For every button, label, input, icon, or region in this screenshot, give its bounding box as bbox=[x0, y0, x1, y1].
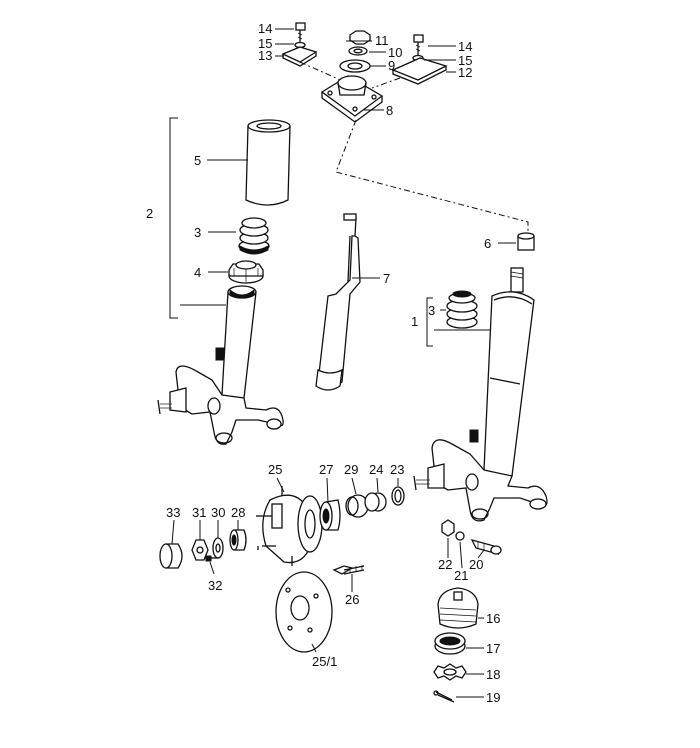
callout-19: 19 bbox=[486, 690, 500, 705]
protective-cap-6 bbox=[517, 232, 535, 251]
bearing-race-29 bbox=[345, 494, 369, 518]
callout-3-left: 3 bbox=[194, 225, 201, 240]
washer-21 bbox=[455, 531, 465, 541]
bump-stop-3-right bbox=[446, 290, 478, 329]
cotter-pin-19 bbox=[433, 690, 455, 703]
clamp-nut-31 bbox=[191, 539, 209, 561]
callout-24: 24 bbox=[369, 462, 383, 477]
protective-tube-5 bbox=[245, 119, 291, 206]
callout-29: 29 bbox=[344, 462, 358, 477]
leader-lines bbox=[171, 28, 516, 698]
seal-24 bbox=[364, 492, 387, 512]
threaded-ring-17 bbox=[434, 632, 466, 655]
callout-31: 31 bbox=[192, 505, 206, 520]
ball-joint-16 bbox=[437, 587, 479, 629]
nut-22 bbox=[441, 519, 455, 537]
ball-joint-pin-20 bbox=[470, 538, 502, 556]
callout-32: 32 bbox=[208, 578, 222, 593]
callout-25-1: 25/1 bbox=[312, 654, 337, 669]
callout-4: 4 bbox=[194, 265, 201, 280]
wheel-bolt-26 bbox=[332, 565, 365, 575]
group-bracket-1 bbox=[426, 297, 433, 347]
bolt-14-right bbox=[413, 34, 424, 55]
grease-cap-33 bbox=[159, 543, 183, 569]
callout-28: 28 bbox=[231, 505, 245, 520]
callout-5: 5 bbox=[194, 153, 201, 168]
callout-2: 2 bbox=[146, 206, 153, 221]
lock-washer-18 bbox=[433, 663, 467, 681]
callout-33: 33 bbox=[166, 505, 180, 520]
strut-housing-right bbox=[413, 267, 548, 522]
wheel-hub-25 bbox=[256, 486, 323, 566]
strut-housing-left bbox=[157, 285, 284, 445]
callout-8: 8 bbox=[386, 103, 393, 118]
callout-14-right: 14 bbox=[458, 39, 472, 54]
callout-6: 6 bbox=[484, 236, 491, 251]
assembly-line-left bbox=[299, 61, 346, 83]
callout-11: 11 bbox=[375, 33, 389, 48]
brake-disc-25-1 bbox=[275, 571, 333, 653]
callout-1: 1 bbox=[411, 314, 418, 329]
callout-15-right: 15 bbox=[458, 53, 472, 68]
strut-mount-8 bbox=[320, 75, 384, 123]
callout-30: 30 bbox=[211, 505, 225, 520]
callout-3-right: 3 bbox=[428, 303, 435, 318]
gland-nut-4 bbox=[228, 260, 264, 284]
assembly-line-mount-to-cap bbox=[335, 119, 529, 236]
nut-11 bbox=[349, 30, 371, 45]
callout-13: 13 bbox=[258, 48, 272, 63]
callout-27: 27 bbox=[319, 462, 333, 477]
callout-21: 21 bbox=[454, 568, 468, 583]
callout-14-left: 14 bbox=[258, 21, 272, 36]
bearing-9 bbox=[339, 59, 371, 73]
bump-stop-3-left bbox=[238, 217, 270, 255]
assembly-line-right bbox=[371, 77, 401, 89]
callout-12: 12 bbox=[458, 65, 472, 80]
bolt-14-left bbox=[295, 22, 306, 43]
callout-7: 7 bbox=[383, 271, 390, 286]
callout-15-left: 15 bbox=[258, 36, 272, 51]
callout-20: 20 bbox=[469, 557, 483, 572]
inner-bearing-27 bbox=[319, 499, 341, 531]
callout-26: 26 bbox=[345, 592, 359, 607]
callout-25: 25 bbox=[268, 462, 282, 477]
callout-22: 22 bbox=[438, 557, 452, 572]
callout-23: 23 bbox=[390, 462, 404, 477]
shock-insert-7 bbox=[315, 213, 361, 391]
thrust-washer-30 bbox=[212, 537, 224, 559]
outer-bearing-28 bbox=[229, 529, 247, 551]
callout-10: 10 bbox=[388, 45, 402, 60]
callout-17: 17 bbox=[486, 641, 500, 656]
callout-16: 16 bbox=[486, 611, 500, 626]
callout-9: 9 bbox=[388, 58, 395, 73]
spacer-ring-23 bbox=[391, 486, 405, 506]
washer-10 bbox=[348, 46, 368, 56]
callout-18: 18 bbox=[486, 667, 500, 682]
group-bracket-2 bbox=[169, 117, 178, 319]
